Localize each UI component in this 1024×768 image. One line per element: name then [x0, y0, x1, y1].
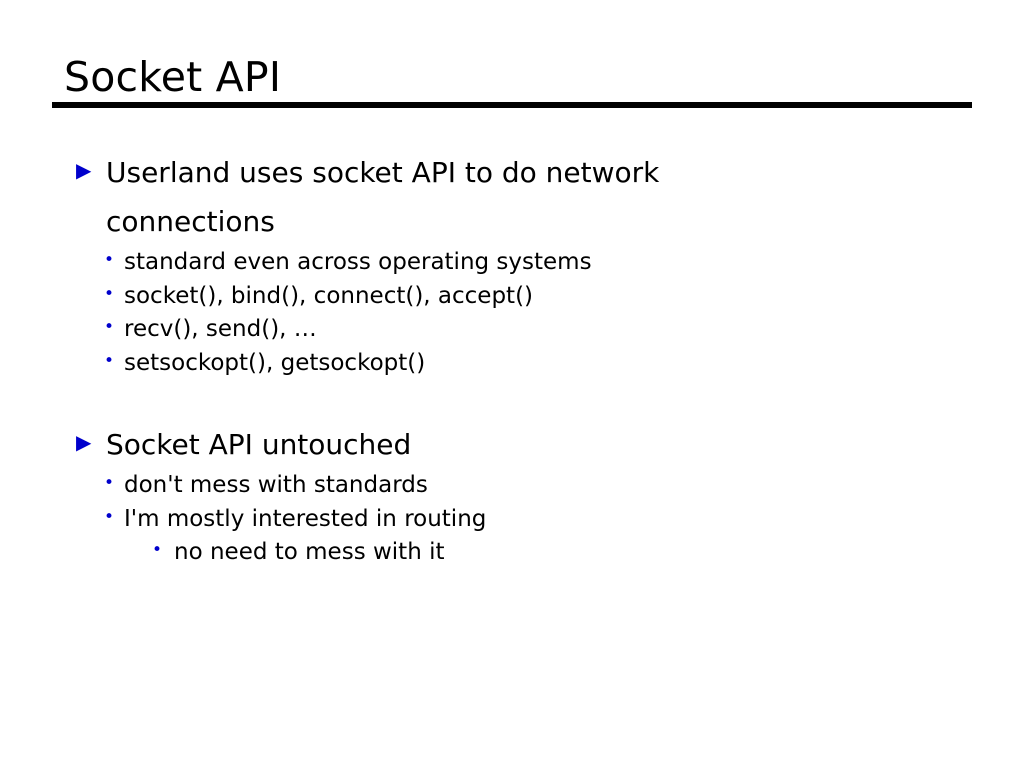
dot-bullet-icon: • — [104, 350, 115, 371]
bullet-item-level2: • socket(), bind(), connect(), accept() — [0, 280, 1024, 314]
slide-title: Socket API — [64, 53, 282, 101]
dot-bullet-icon: • — [104, 317, 115, 337]
bullet-item-level2: • recv(), send(), … — [0, 313, 1024, 347]
bullet-text: I'm mostly interested in routing — [124, 505, 487, 532]
bullet-text: setsockopt(), getsockopt() — [124, 349, 426, 376]
title-underline-rule — [52, 102, 972, 108]
dot-bullet-icon: • — [104, 250, 115, 270]
bullet-item-level2: • setsockopt(), getsockopt() — [0, 347, 1024, 381]
triangle-bullet-icon: ▶ — [76, 430, 92, 454]
bullet-text: no need to mess with it — [174, 539, 445, 565]
bullet-item-level1: ▶ Socket API untouched — [0, 420, 1024, 469]
bullet-item-level2: • don't mess with standards — [0, 469, 1024, 503]
bullet-text: Userland uses socket API to do network c… — [106, 156, 660, 238]
dot-bullet-icon: • — [104, 506, 115, 527]
triangle-bullet-icon: ▶ — [76, 158, 92, 182]
bullet-item-level3: • no need to mess with it — [0, 536, 1024, 570]
bullet-text: don't mess with standards — [124, 472, 428, 498]
dot-bullet-icon: • — [104, 283, 115, 304]
slide-body: ▶ Userland uses socket API to do network… — [0, 148, 1024, 570]
bullet-list-spacer — [0, 380, 1024, 420]
bullet-text: Socket API untouched — [106, 428, 412, 461]
bullet-text: recv(), send(), … — [124, 316, 317, 342]
bullet-text: standard even across operating systems — [124, 249, 592, 275]
dot-bullet-icon: • — [152, 540, 163, 560]
bullet-item-level2: • standard even across operating systems — [0, 246, 1024, 280]
bullet-item-level2: • I'm mostly interested in routing — [0, 503, 1024, 537]
bullet-text: socket(), bind(), connect(), accept() — [124, 282, 534, 309]
dot-bullet-icon: • — [104, 473, 115, 493]
bullet-item-level1: ▶ Userland uses socket API to do network… — [0, 148, 1024, 246]
